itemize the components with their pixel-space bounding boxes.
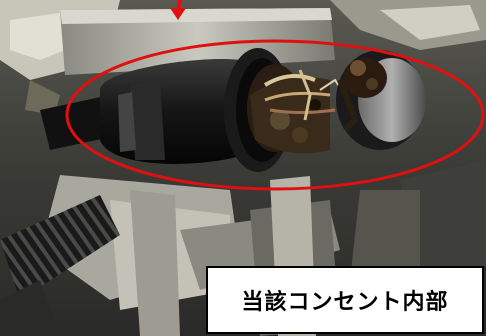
- threaded-rod: [0, 195, 120, 300]
- arrow-down-icon: [170, 0, 186, 20]
- wire: [263, 74, 316, 87]
- caption-text: 当該コンセント内部: [241, 290, 449, 315]
- highlight-ellipse: [65, 39, 485, 191]
- caption-box: 当該コンセント内部: [206, 266, 484, 334]
